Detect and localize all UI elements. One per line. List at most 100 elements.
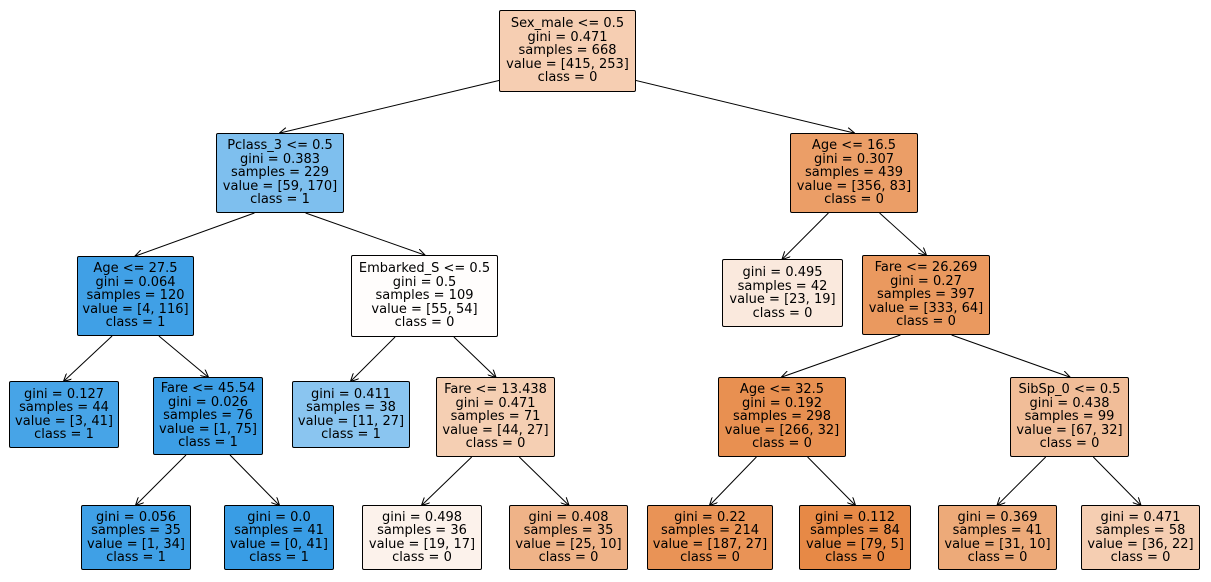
- node-class-text: class = 0: [394, 315, 455, 331]
- node-gini-text: gini = 0.0: [247, 509, 311, 525]
- node-value-text: value = [356, 83]: [796, 178, 912, 194]
- node-value-text: value = [3, 41]: [15, 413, 113, 429]
- node-class-text: class = 0: [825, 550, 885, 565]
- node-gini-text: gini = 0.369: [957, 509, 1038, 525]
- node-class-text: class = 0: [824, 192, 884, 208]
- node-split-text: Fare <= 45.54: [160, 381, 256, 397]
- node-value-text: value = [11, 27]: [297, 413, 405, 429]
- node-class-text: class = 1: [105, 315, 166, 331]
- edge-n18-n20: [1092, 456, 1140, 505]
- node-split-text: SibSp_0 <= 0.5: [1018, 382, 1121, 398]
- node-value-text: value = [59, 170]: [222, 178, 338, 194]
- edge-n1-n2: [136, 212, 255, 256]
- edge-n12-n14: [879, 212, 926, 255]
- edge-n15-n17: [807, 456, 855, 505]
- node-gini-text: gini = 0.498: [381, 509, 463, 525]
- edge-n7-n8: [351, 336, 396, 381]
- node-value-text: value = [4, 116]: [82, 301, 189, 317]
- node-value-text: value = [25, 10]: [515, 536, 622, 552]
- node-samples-text: samples = 84: [810, 523, 900, 538]
- node-class-text: class = 1: [106, 550, 166, 565]
- node-value-text: value = [0, 41]: [230, 536, 328, 552]
- node-gini-text: gini = 0.22: [674, 509, 746, 525]
- node-samples-text: samples = 229: [230, 165, 329, 181]
- node-samples-text: samples = 76: [163, 408, 253, 424]
- node-samples-text: samples = 120: [86, 288, 185, 304]
- node-split-text: Age <= 27.5: [93, 261, 178, 277]
- node-value-text: value = [44, 27]: [442, 422, 549, 438]
- node-value-text: value = [187, 27]: [652, 536, 768, 552]
- node-class-text: class = 0: [752, 305, 813, 321]
- edge-n2-n4: [158, 335, 208, 377]
- node-split-text: Pclass_3 <= 0.5: [227, 138, 333, 154]
- node-class-text: class = 1: [178, 435, 238, 451]
- node-gini-text: gini = 0.411: [310, 386, 392, 402]
- node-split-text: Age <= 32.5: [739, 382, 825, 398]
- edge-n15-n16: [710, 456, 757, 505]
- edge-n1-n7: [305, 212, 425, 255]
- node-samples-text: samples = 36: [377, 523, 467, 538]
- node-gini-text: gini = 0.27: [890, 273, 962, 289]
- node-gini-text: gini = 0.127: [23, 386, 105, 402]
- edge-n0-n1: [280, 79, 502, 133]
- node-class-text: class = 0: [896, 314, 956, 330]
- node-class-text: class = 0: [967, 550, 1028, 565]
- node-split-text: Age <= 16.5: [811, 138, 897, 154]
- node-gini-text: gini = 0.112: [814, 509, 896, 525]
- node-samples-text: samples = 439: [804, 165, 903, 181]
- node-value-text: value = [31, 10]: [944, 536, 1051, 552]
- edge-n12-n13: [783, 212, 829, 259]
- node-value-text: value = [1, 75]: [159, 421, 257, 437]
- node-samples-text: samples = 298: [732, 409, 831, 425]
- node-samples-text: samples = 44: [19, 400, 109, 415]
- node-gini-text: gini = 0.5: [392, 274, 457, 290]
- node-gini-text: gini = 0.408: [528, 509, 609, 525]
- node-class-text: class = 0: [538, 550, 599, 565]
- node-gini-text: gini = 0.307: [813, 151, 895, 167]
- edge-n4-n5: [136, 454, 187, 505]
- node-samples-text: samples = 109: [375, 288, 474, 304]
- edge-n14-n18: [951, 334, 1070, 377]
- node-gini-text: gini = 0.438: [1029, 395, 1110, 411]
- node-value-text: value = [36, 22]: [1087, 536, 1194, 552]
- node-class-text: class = 1: [321, 427, 381, 442]
- node-samples-text: samples = 41: [234, 523, 324, 538]
- node-split-text: Embarked_S <= 0.5: [358, 261, 491, 277]
- node-gini-text: gini = 0.192: [741, 395, 823, 411]
- node-value-text: value = [19, 17]: [368, 536, 476, 552]
- node-value-text: value = [55, 54]: [371, 301, 478, 317]
- node-gini-text: gini = 0.064: [95, 274, 176, 290]
- edge-n9-n10: [422, 456, 473, 505]
- node-class-text: class = 0: [680, 550, 740, 565]
- node-class-text: class = 0: [465, 436, 526, 452]
- node-gini-text: gini = 0.056: [95, 509, 177, 525]
- node-samples-text: samples = 668: [518, 43, 617, 59]
- edge-n14-n15: [782, 334, 901, 377]
- node-gini-text: gini = 0.026: [167, 394, 249, 410]
- node-samples-text: samples = 35: [91, 523, 181, 538]
- node-split-text: Fare <= 26.269: [874, 260, 978, 276]
- node-samples-text: samples = 71: [450, 409, 541, 425]
- node-samples-text: samples = 38: [306, 400, 396, 415]
- node-gini-text: gini = 0.471: [1100, 509, 1181, 525]
- node-gini-text: gini = 0.471: [527, 29, 608, 45]
- node-class-text: class = 0: [752, 436, 812, 452]
- node-class-text: class = 0: [1110, 550, 1171, 565]
- node-gini-text: gini = 0.495: [742, 265, 823, 280]
- node-class-text: class = 0: [537, 70, 598, 86]
